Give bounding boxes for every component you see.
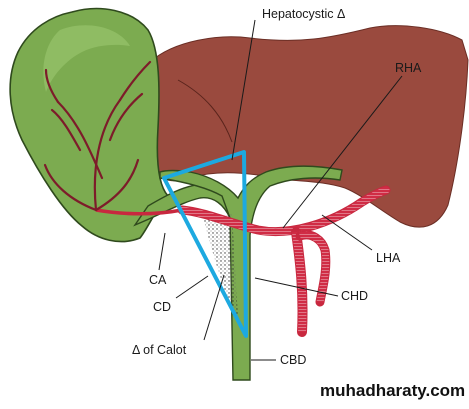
leader-rha	[282, 75, 403, 229]
watermark: muhadharaty.com	[320, 381, 465, 400]
hepatocystic-triangle	[162, 150, 248, 338]
label-chd: CHD	[341, 289, 368, 303]
label-calot-triangle: Δ of Calot	[132, 343, 187, 357]
label-rha: RHA	[395, 61, 422, 75]
label-hepatocystic-triangle: Hepatocystic Δ	[262, 7, 345, 21]
leader-ca	[158, 232, 166, 271]
common-hepatic-artery-rings	[292, 231, 307, 333]
right-hepatic-artery-rings	[178, 186, 390, 236]
leader-hepatocystic	[231, 19, 256, 161]
gallbladder-highlight	[43, 25, 130, 92]
cystic-artery	[95, 208, 183, 216]
label-lha: LHA	[376, 251, 401, 265]
liver-fissure	[177, 79, 233, 143]
gallbladder-vessels	[43, 60, 152, 212]
leader-chd	[254, 277, 339, 297]
leader-cd	[175, 275, 209, 299]
label-cbd: CBD	[280, 353, 306, 367]
leader-lha	[321, 214, 373, 251]
calot-area	[204, 214, 238, 318]
leader-calot	[203, 274, 225, 341]
label-cd: CD	[153, 300, 171, 314]
bile-duct-tree	[159, 165, 343, 381]
label-ca: CA	[149, 273, 167, 287]
left-hepatic-artery-rings	[298, 231, 330, 303]
